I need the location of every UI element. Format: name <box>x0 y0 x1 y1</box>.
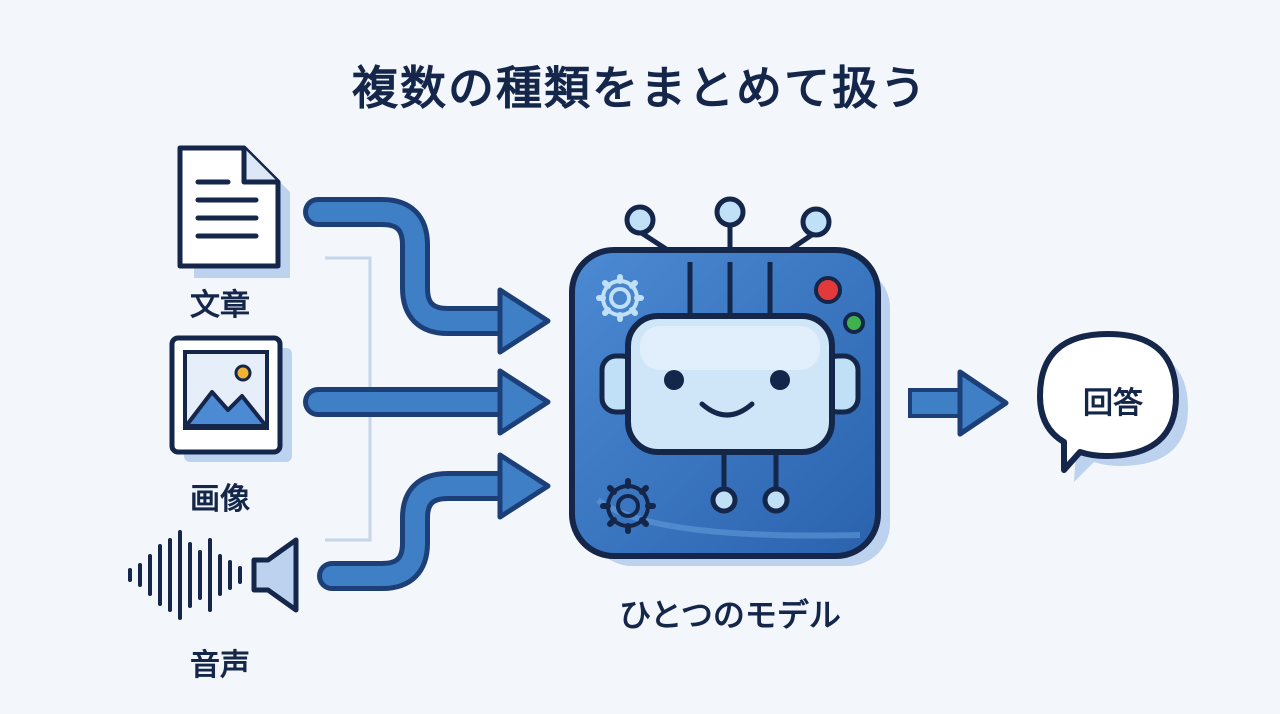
input-label-image: 画像 <box>190 482 250 517</box>
image-icon <box>169 335 292 462</box>
robot-icon <box>569 196 890 566</box>
arrow-model-to-answer <box>908 369 1009 437</box>
speech-bubble-icon <box>1037 331 1188 482</box>
gear-icon <box>596 274 644 322</box>
gear-icon <box>600 478 656 534</box>
arrow-text-to-model <box>303 197 551 355</box>
document-icon <box>177 145 290 278</box>
arrow-audio-to-model <box>317 452 551 591</box>
model-label: ひとつのモデル <box>619 596 841 634</box>
page-title: 複数の種類をまとめて扱う <box>352 61 928 115</box>
answer-label: 回答 <box>1083 386 1143 421</box>
input-label-audio: 音声 <box>190 648 250 683</box>
audio-icon <box>128 530 299 620</box>
input-label-text: 文章 <box>190 288 250 323</box>
arrow-image-to-model <box>303 368 551 436</box>
input-arrows <box>303 197 551 591</box>
